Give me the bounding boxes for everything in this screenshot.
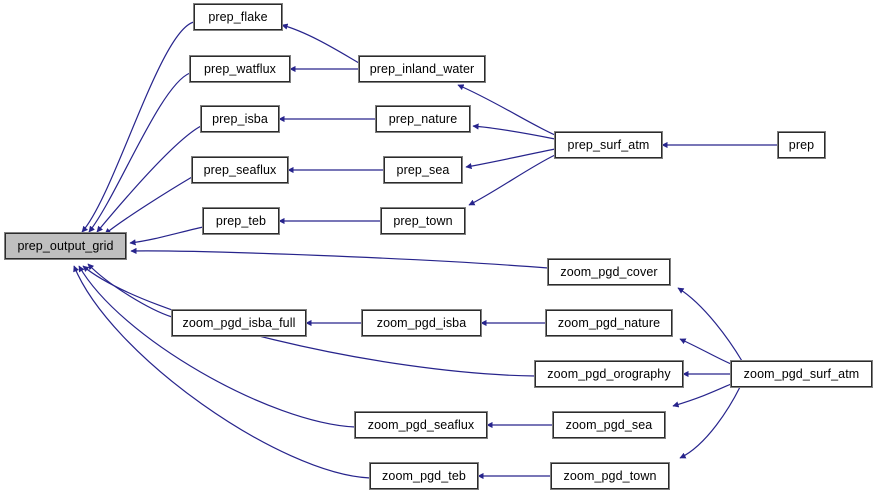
graph-node-prep_inland_water[interactable]: prep_inland_water [358,55,486,83]
graph-edge-zoom_pgd_teb-to-prep_output_grid [73,265,371,479]
graph-node-prep_sea[interactable]: prep_sea [383,156,463,184]
graph-node-prep_town[interactable]: prep_town [380,207,466,235]
graph-node-prep_flake[interactable]: prep_flake [193,3,283,31]
graph-node-zoom_pgd_sea[interactable]: zoom_pgd_sea [552,411,666,439]
graph-node-prep_watflux[interactable]: prep_watflux [189,55,291,83]
graph-node-zoom_pgd_seaflux[interactable]: zoom_pgd_seaflux [354,411,488,439]
graph-node-zoom_pgd_teb[interactable]: zoom_pgd_teb [369,462,479,490]
graph-edge-prep_inland_water-to-prep_flake [281,23,360,64]
graph-edge-prep_surf_atm-to-prep_inland_water [457,84,556,136]
graph-edge-prep_seaflux-to-prep_output_grid [104,176,193,235]
graph-edge-zoom_pgd_surf_atm-to-zoom_pgd_cover [677,287,743,362]
graph-node-prep_seaflux[interactable]: prep_seaflux [191,156,289,184]
graph-edge-zoom_pgd_seaflux-to-prep_output_grid [78,265,356,428]
graph-node-prep_output_grid[interactable]: prep_output_grid [4,232,127,260]
graph-edge-prep_surf_atm-to-prep_sea [465,148,556,170]
graph-edge-zoom_pgd_surf_atm-to-zoom_pgd_sea [672,383,732,408]
graph-node-zoom_pgd_nature[interactable]: zoom_pgd_nature [545,309,673,337]
graph-edge-zoom_pgd_surf_atm-to-zoom_pgd_town [679,386,741,459]
graph-node-zoom_pgd_town[interactable]: zoom_pgd_town [550,462,670,490]
graph-node-zoom_pgd_isba[interactable]: zoom_pgd_isba [361,309,482,337]
graph-edge-prep_isba-to-prep_output_grid [96,125,202,233]
graph-node-zoom_pgd_orography[interactable]: zoom_pgd_orography [534,360,684,388]
graph-node-zoom_pgd_cover[interactable]: zoom_pgd_cover [547,258,671,286]
graph-node-prep_nature[interactable]: prep_nature [375,105,471,133]
graph-edge-prep_flake-to-prep_output_grid [81,21,195,233]
graph-edge-prep_surf_atm-to-prep_nature [472,123,556,140]
graph-edge-prep_watflux-to-prep_output_grid [88,72,191,233]
graph-edge-zoom_pgd_surf_atm-to-zoom_pgd_nature [679,338,732,365]
graph-node-zoom_pgd_surf_atm[interactable]: zoom_pgd_surf_atm [730,360,873,388]
graph-node-prep_isba[interactable]: prep_isba [200,105,280,133]
graph-edge-zoom_pgd_cover-to-prep_output_grid [130,247,549,269]
graph-edge-prep_teb-to-prep_output_grid [129,226,204,246]
graph-edge-prep_surf_atm-to-prep_town [468,154,556,206]
graph-node-zoom_pgd_isba_full[interactable]: zoom_pgd_isba_full [171,309,307,337]
graph-edge-zoom_pgd_isba_full-to-prep_output_grid [87,263,173,318]
graph-node-prep_teb[interactable]: prep_teb [202,207,280,235]
graph-node-prep_surf_atm[interactable]: prep_surf_atm [554,131,663,159]
graph-node-prep[interactable]: prep [777,131,826,159]
